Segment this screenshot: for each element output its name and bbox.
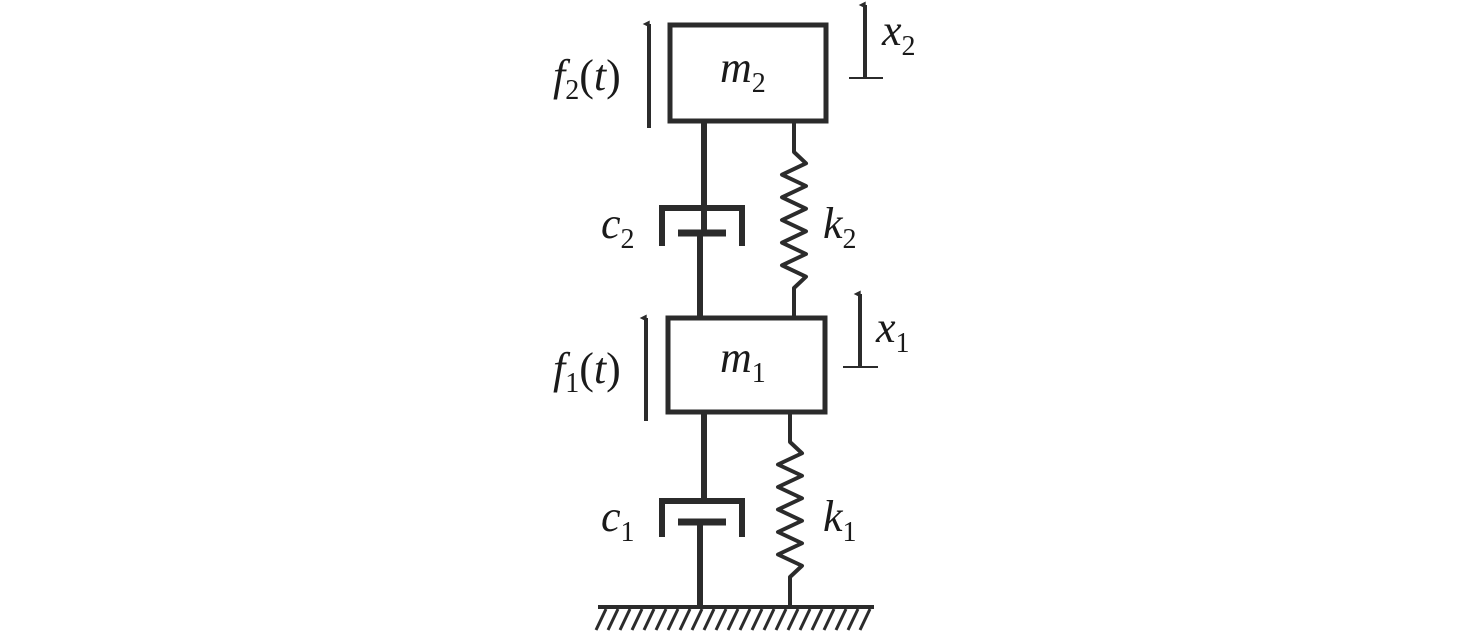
force-f2-subscript: 2 xyxy=(565,75,579,106)
ground-hatch-mark xyxy=(798,608,812,631)
ground-hatch-mark xyxy=(618,608,632,631)
force-f2-argument: t xyxy=(594,51,608,100)
force-f1-open-paren: ( xyxy=(579,344,594,393)
ground-hatch-mark xyxy=(654,608,668,631)
ground-hatch-mark xyxy=(678,608,692,631)
ground-hatch-mark xyxy=(834,608,848,631)
ground-hatch-mark xyxy=(594,608,608,631)
ground-hatch-mark xyxy=(858,608,872,631)
damper-c2-subscript: 2 xyxy=(621,224,635,255)
mass-m1-label: m1 xyxy=(720,333,766,389)
force-f1-subscript: 1 xyxy=(565,368,579,399)
displacement-x1-subscript: 1 xyxy=(896,328,910,359)
damper-c2-label: c2 xyxy=(601,199,635,255)
ground-hatch-mark xyxy=(726,608,740,631)
displacement-x1-symbol: x xyxy=(875,303,896,352)
damper-c1-subscript: 1 xyxy=(621,517,635,548)
mass-m1-block xyxy=(665,315,828,415)
ground-hatch-mark xyxy=(750,608,764,631)
mass-m2-subscript: 2 xyxy=(752,68,766,99)
damper-c2 xyxy=(659,122,745,318)
mass-m2: m2 xyxy=(667,22,829,124)
spring-k2-subscript: 2 xyxy=(843,224,857,255)
mass-m1-subscript: 1 xyxy=(752,358,766,389)
ground-hatch-mark xyxy=(774,608,788,631)
displacement-x2 xyxy=(849,1,883,79)
damper-c2-cylinder xyxy=(659,205,745,246)
spring-k1 xyxy=(776,412,804,607)
damper-c1-symbol: c xyxy=(601,492,621,541)
ground-hatch-mark xyxy=(606,608,620,631)
ground-hatch-mark xyxy=(690,608,704,631)
force-f2-label: f2(t) xyxy=(553,51,621,106)
mass-m2-block xyxy=(667,22,829,124)
mass-m2-symbol: m xyxy=(720,43,752,92)
spring-k1-symbol: k xyxy=(823,492,844,541)
displacement-x1 xyxy=(843,290,878,368)
ground-hatch-mark xyxy=(846,608,860,631)
force-f1-close-paren: ) xyxy=(606,344,621,393)
damper-c1-cylinder xyxy=(659,498,745,537)
displacement-x1-label: x1 xyxy=(875,303,910,359)
ground-hatching xyxy=(594,608,872,631)
force-f2-close-paren: ) xyxy=(606,51,621,100)
spring-k2-symbol: k xyxy=(823,199,844,248)
ground-hatch-mark xyxy=(714,608,728,631)
damper-c1-label: c1 xyxy=(601,492,635,548)
spring-k2 xyxy=(780,122,808,318)
ground-hatch-mark xyxy=(810,608,824,631)
ground-hatch-mark xyxy=(666,608,680,631)
ground-hatch-mark xyxy=(822,608,836,631)
ground xyxy=(594,605,874,631)
ground-hatch-mark xyxy=(738,608,752,631)
force-f1-argument: t xyxy=(594,344,608,393)
force-f1-label: f1(t) xyxy=(553,344,621,399)
ground-hatch-mark xyxy=(786,608,800,631)
spring-k1-subscript: 1 xyxy=(843,517,857,548)
displacement-x2-label: x2 xyxy=(881,6,916,62)
ground-hatch-mark xyxy=(762,608,776,631)
ground-hatch-mark xyxy=(630,608,644,631)
spring-k1-label: k1 xyxy=(823,492,857,548)
ground-hatch-mark xyxy=(642,608,656,631)
mass-m1: m1 xyxy=(665,315,828,415)
mass-m2-label: m2 xyxy=(720,43,766,99)
ground-hatch-mark xyxy=(702,608,716,631)
mass-m1-symbol: m xyxy=(720,333,752,382)
displacement-x2-symbol: x xyxy=(881,6,902,55)
damper-c1 xyxy=(659,412,745,607)
displacement-x2-subscript: 2 xyxy=(902,31,916,62)
spring-k2-label: k2 xyxy=(823,199,857,255)
damper-c2-symbol: c xyxy=(601,199,621,248)
force-f2-open-paren: ( xyxy=(579,51,594,100)
